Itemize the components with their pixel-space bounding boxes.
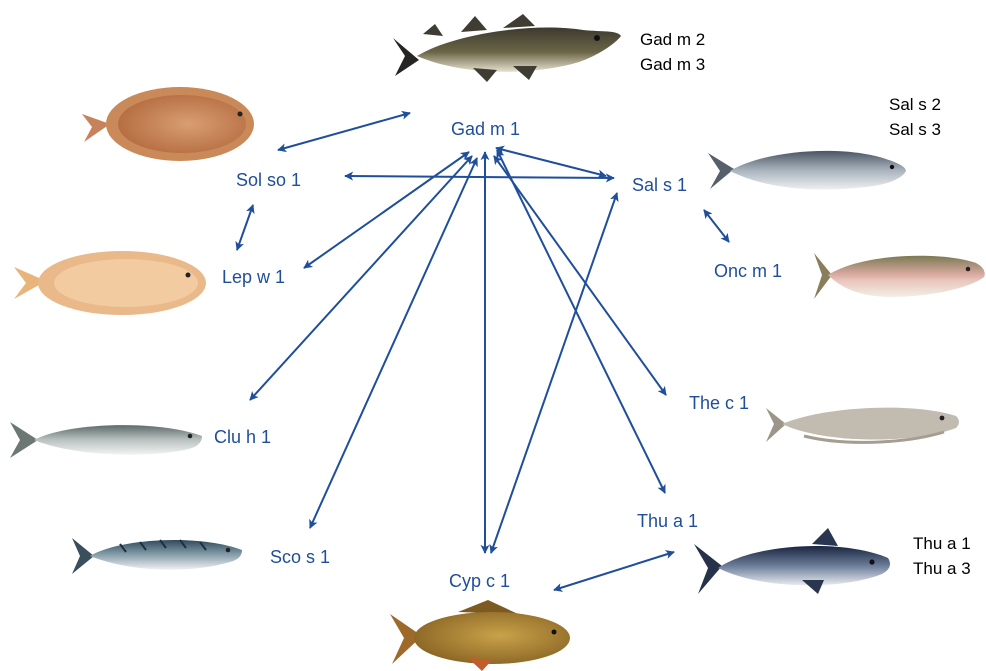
node-thu-a-1: Thu a 1: [637, 512, 698, 530]
cod-allergen-note: Gad m 2 Gad m 3: [640, 27, 705, 77]
arrow-cyp_c_1-thu_a_1: [554, 552, 674, 590]
arrow-sal_s_1-cyp_c_1: [491, 193, 617, 553]
carp-fish-icon: [388, 600, 574, 671]
node-sol-so-1: Sol so 1: [236, 171, 301, 189]
tuna-note-line: Thu a 3: [913, 556, 971, 581]
tuna-fish-icon: [692, 528, 896, 598]
node-gad-m-1: Gad m 1: [451, 120, 520, 138]
mackerel-fish-icon: [70, 530, 246, 580]
node-sal-s-1: Sal s 1: [632, 176, 687, 194]
arrow-sal_s_1-onc_m_1: [704, 210, 729, 242]
tuna-allergen-note: Thu a 1 Thu a 3: [913, 531, 971, 581]
arrow-gad_m_1-sal_s_1: [496, 148, 606, 176]
node-clu-h-1: Clu h 1: [214, 428, 271, 446]
salmon-fish-icon: [706, 143, 908, 195]
arrow-sol_so_1-gad_m_1: [278, 113, 410, 150]
salmon-note-line: Sal s 2: [889, 92, 941, 117]
sole-fish-icon: [80, 82, 256, 162]
node-onc-m-1: Onc m 1: [714, 262, 782, 280]
arrow-sol_so_1-sal_s_1: [345, 176, 614, 178]
trout-fish-icon: [812, 247, 986, 305]
node-sco-s-1: Sco s 1: [270, 548, 330, 566]
node-lep-w-1: Lep w 1: [222, 268, 285, 286]
salmon-note-line: Sal s 3: [889, 117, 941, 142]
cod-fish-icon: [383, 10, 623, 85]
tuna-note-line: Thu a 1: [913, 531, 971, 556]
arrow-gad_m_1-sco_s_1: [310, 158, 477, 528]
node-the-c-1: The c 1: [689, 394, 749, 412]
salmon-allergen-note: Sal s 2 Sal s 3: [889, 92, 941, 142]
herring-fish-icon: [8, 418, 206, 462]
hake-fish-icon: [764, 398, 962, 450]
arrow-sol_so_1-lep_w_1: [237, 205, 253, 250]
cod-note-line: Gad m 3: [640, 52, 705, 77]
cod-note-line: Gad m 2: [640, 27, 705, 52]
node-cyp-c-1: Cyp c 1: [449, 572, 510, 590]
flounder-fish-icon: [12, 249, 206, 317]
arrow-gad_m_1-thu_a_1: [497, 150, 665, 493]
